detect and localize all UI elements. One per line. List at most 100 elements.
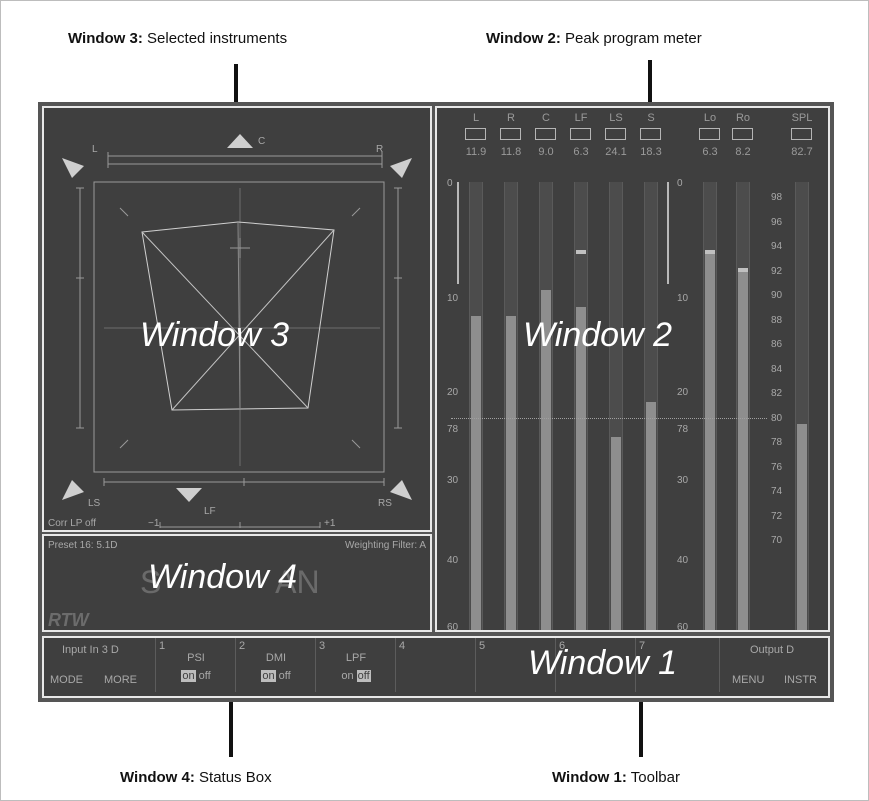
meter-level [611, 437, 621, 630]
toolbar-slot-5[interactable]: 5 [476, 638, 556, 692]
meter-level [738, 271, 748, 630]
slot-number: 1 [159, 640, 166, 652]
meter-level [705, 253, 715, 630]
meter-level [471, 316, 481, 630]
slot-name: LPF [345, 652, 367, 664]
callout-window-4: Window 4: Status Box [120, 769, 272, 786]
surround-analyzer [62, 134, 412, 528]
output-label: Output D [750, 644, 795, 656]
peak-hold-marker [576, 249, 586, 254]
spl-tick-label: 70 [771, 535, 783, 546]
label-ls: LS [88, 498, 101, 509]
slot-toggle[interactable]: on off [261, 670, 291, 682]
meter-bar-spl [795, 182, 809, 630]
channel-label-l: L [472, 112, 480, 124]
channel-label-ro: Ro [735, 112, 751, 124]
channel-indicator-box [640, 128, 661, 140]
meter-bar-l [469, 182, 483, 630]
instr-button[interactable]: INSTR [784, 674, 817, 686]
meter-bar-c [539, 182, 553, 630]
slot-number: 6 [559, 640, 566, 652]
label-l: L [92, 144, 98, 155]
speaker-rs-icon [390, 480, 412, 500]
toolbar-slot-6[interactable]: 6 [556, 638, 636, 692]
toolbar-slot-7[interactable]: 7 [636, 638, 720, 692]
slot-number: 2 [239, 640, 246, 652]
peak-hold-marker [705, 249, 715, 254]
device-screen: L C R LS LF RS Corr LP off −1 +1 Window … [38, 102, 834, 702]
channel-indicator-box [732, 128, 753, 140]
meter-level [506, 316, 516, 630]
reference-line [451, 418, 767, 419]
scale-tick-label: 30 [677, 475, 689, 487]
slot-toggle[interactable]: on off [181, 670, 211, 682]
scale-bracket-right [667, 182, 669, 284]
preset-name: Preset 16: 5.1D [48, 540, 118, 551]
status-ghost-text: S AN [140, 564, 320, 600]
spl-tick-label: 84 [771, 363, 783, 375]
channel-label-ls: LS [609, 112, 623, 124]
reference-label-a: 78 [447, 424, 459, 435]
meter-level [541, 289, 551, 630]
scale-tick-label: 30 [447, 475, 459, 487]
meter-bar-s [644, 182, 658, 630]
correlation-max: +1 [324, 518, 336, 529]
channel-label-r: R [507, 112, 515, 124]
mode-button[interactable]: MODE [50, 674, 83, 686]
leader-line-window-1 [639, 678, 643, 757]
callout-window-3: Window 3: Selected instruments [68, 30, 288, 47]
scale-tick-label: 40 [677, 555, 689, 567]
channel-peak-value: 11.9 [465, 146, 487, 158]
window-4-overlay-label: Window 4 [148, 558, 297, 596]
input-label: Input In 3 D [62, 644, 119, 656]
callout-window-1: Window 1: Toolbar [552, 769, 680, 786]
rtw-logo: RTW [48, 610, 89, 630]
spl-tick-label: 96 [771, 216, 783, 228]
speaker-lf-icon [176, 488, 202, 502]
spl-tick-label: 82 [771, 388, 783, 399]
correlation-min: −1 [148, 518, 160, 529]
channel-indicator-box [699, 128, 720, 140]
spl-tick-label: 76 [771, 461, 783, 473]
slot-name: PSI [187, 652, 205, 664]
channel-label-spl: SPL [791, 112, 813, 124]
slot-toggle[interactable]: on off [341, 670, 371, 682]
scale-tick-label: 60 [447, 622, 459, 632]
window-2-overlay-label: Window 2 [523, 316, 672, 354]
channel-peak-value: 24.1 [605, 146, 627, 158]
meter-level [576, 307, 586, 630]
weighting-filter: Weighting Filter: A [345, 540, 426, 551]
toolbar-input-group: Input In 3 D MODE MORE [44, 638, 156, 692]
label-r: R [376, 144, 384, 155]
more-button[interactable]: MORE [104, 674, 137, 686]
window-3-instruments[interactable]: L C R LS LF RS Corr LP off −1 +1 Window … [42, 106, 432, 532]
channel-label-lo: Lo [703, 112, 717, 124]
spl-tick-label: 92 [771, 265, 783, 277]
reference-label-b: 78 [677, 424, 689, 435]
scale-tick-label: 40 [447, 555, 459, 567]
channel-peak-value: 8.2 [735, 146, 751, 158]
menu-button[interactable]: MENU [732, 674, 765, 686]
spl-tick-label: 74 [771, 486, 783, 497]
scale-tick-label: 20 [677, 386, 689, 398]
channel-indicator-box [570, 128, 591, 140]
window-3-overlay-label: Window 3 [140, 316, 289, 354]
channel-peak-value: 9.0 [538, 146, 554, 158]
toolbar-slot-4[interactable]: 4 [396, 638, 476, 692]
meter-bar-ls [609, 182, 623, 630]
window-4-status-box[interactable]: Preset 16: 5.1D Weighting Filter: A S AN… [42, 534, 432, 632]
spl-tick-label: 88 [771, 314, 783, 326]
spl-tick-label: 80 [771, 412, 783, 424]
channel-indicator-box [535, 128, 556, 140]
channel-label-lf: LF [574, 112, 588, 124]
channel-peak-value: 18.3 [640, 146, 662, 158]
analyzer-outer-square [93, 181, 385, 473]
channel-peak-value: 11.8 [500, 146, 522, 158]
spl-tick-label: 98 [771, 192, 783, 203]
scale-bracket-left [457, 182, 459, 284]
